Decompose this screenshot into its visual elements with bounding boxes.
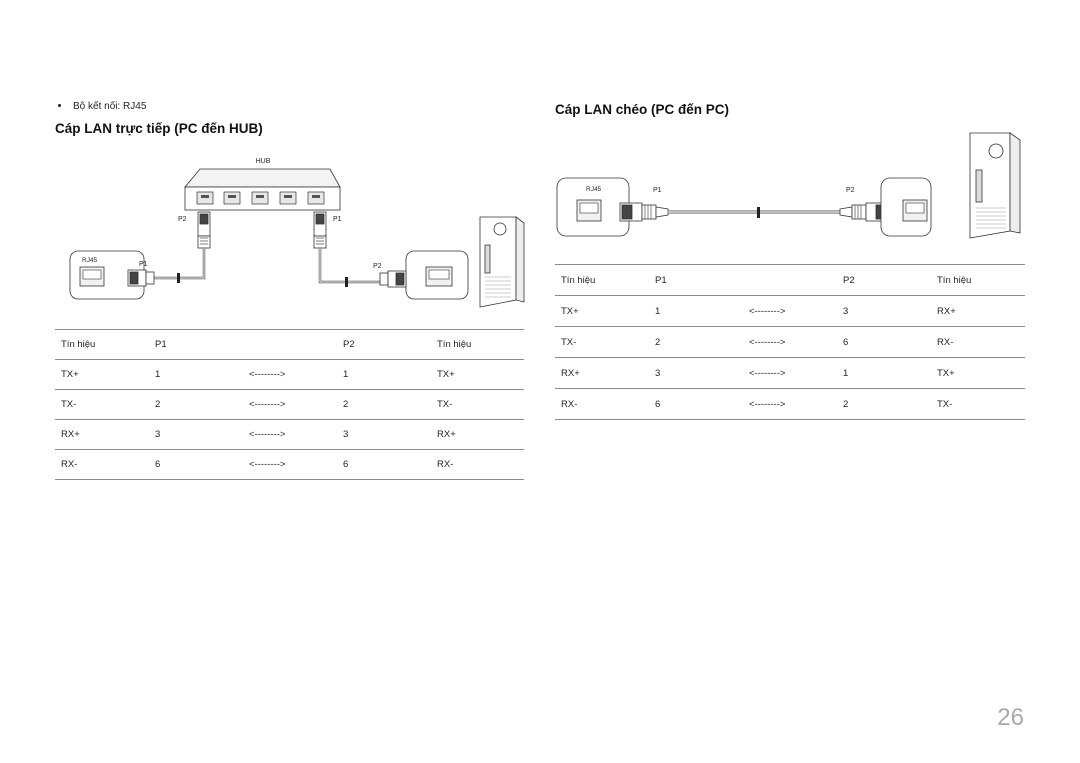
- table-cell: 1: [837, 357, 931, 389]
- table-cell: 3: [337, 419, 431, 450]
- table-cell: 1: [649, 295, 743, 327]
- rj45-port-icon: [576, 199, 602, 222]
- table-cell: TX+: [555, 295, 649, 327]
- hub-p2-label: P2: [178, 216, 187, 223]
- table-cell: RX+: [931, 295, 1025, 327]
- header-cell: P1: [649, 264, 743, 296]
- header-cell: Tín hiệu: [55, 329, 149, 360]
- crossover-cable-title: Cáp LAN chéo (PC đến PC): [555, 102, 730, 117]
- table-row: RX+ 3 <--------> 3 RX+: [55, 419, 524, 450]
- table-cell: RX+: [431, 419, 524, 450]
- table-cell: TX-: [55, 389, 149, 420]
- table-row: TX- 2 <--------> 6 RX-: [555, 326, 1025, 358]
- connector-bullet: Bộ kết nối: RJ45: [58, 101, 146, 112]
- table-cell: <-------->: [243, 419, 337, 450]
- table-cell: <-------->: [743, 326, 837, 358]
- table-cell: 3: [649, 357, 743, 389]
- straight-cable-title: Cáp LAN trực tiếp (PC đến HUB): [55, 121, 263, 136]
- pc-tower-icon: [479, 216, 525, 308]
- table-cell: 1: [149, 359, 243, 390]
- table-cell: 6: [337, 449, 431, 480]
- pc2-p2-label: P2: [373, 263, 382, 270]
- table-cell: 2: [337, 389, 431, 420]
- plug-icon: [197, 211, 211, 249]
- table-cell: TX-: [431, 389, 524, 420]
- table-cell: TX-: [555, 326, 649, 358]
- pc-tower-icon: [969, 132, 1021, 239]
- hub-p1-label: P1: [333, 216, 342, 223]
- table-cell: RX-: [431, 449, 524, 480]
- bullet-dot-icon: [58, 103, 61, 107]
- table-cell: RX-: [555, 388, 649, 420]
- pc2-p2-label: P2: [846, 187, 855, 194]
- table-cell: 6: [149, 449, 243, 480]
- header-cell: P2: [337, 329, 431, 360]
- plug-icon: [313, 211, 327, 249]
- rj45-port-icon: [902, 199, 928, 222]
- plug-icon: [379, 270, 407, 288]
- pc1-p1-label: P1: [139, 261, 148, 268]
- table-cell: <-------->: [743, 388, 837, 420]
- header-cell: Tín hiệu: [931, 264, 1025, 296]
- crossover-cable-table: Tín hiệu P1 P2 Tín hiệu TX+ 1 <-------->…: [555, 264, 1025, 420]
- table-cell: 1: [337, 359, 431, 390]
- table-cell: TX+: [931, 357, 1025, 389]
- table-cell: TX-: [931, 388, 1025, 420]
- table-row: TX+ 1 <--------> 1 TX+: [55, 359, 524, 390]
- table-row: RX- 6 <--------> 2 TX-: [555, 388, 1025, 420]
- pc1-rj45-label: RJ45: [82, 257, 98, 264]
- hub-label: HUB: [256, 158, 271, 165]
- table-cell: 3: [149, 419, 243, 450]
- table-row: RX- 6 <--------> 6 RX-: [55, 449, 524, 480]
- table-cell: 6: [837, 326, 931, 358]
- table-cell: 3: [837, 295, 931, 327]
- table-row: TX+ 1 <--------> 3 RX+: [555, 295, 1025, 327]
- crossover-cable-diagram: RJ45 P1 P2: [556, 132, 1021, 239]
- table-cell: 2: [649, 326, 743, 358]
- table-cell: TX+: [55, 359, 149, 390]
- table-cell: RX+: [55, 419, 149, 450]
- header-cell: P1: [149, 329, 243, 360]
- table-cell: <-------->: [243, 359, 337, 390]
- connector-bullet-text: Bộ kết nối: RJ45: [73, 101, 147, 112]
- header-cell: Tín hiệu: [431, 329, 524, 360]
- table-cell: 2: [837, 388, 931, 420]
- table-cell: RX-: [55, 449, 149, 480]
- table-row: RX+ 3 <--------> 1 TX+: [555, 357, 1025, 389]
- table-cell: 6: [649, 388, 743, 420]
- straight-cable-table: Tín hiệu P1 P2 Tín hiệu TX+ 1 <-------->…: [55, 329, 524, 480]
- table-cell: <-------->: [743, 357, 837, 389]
- straight-cable-diagram: HUB P2 P1: [69, 158, 525, 308]
- table-header-row: Tín hiệu P1 P2 Tín hiệu: [555, 264, 1025, 296]
- rj45-port-icon: [425, 266, 453, 287]
- table-cell: <-------->: [243, 389, 337, 420]
- header-cell: [243, 329, 337, 360]
- table-cell: <-------->: [743, 295, 837, 327]
- page-number: 26: [997, 704, 1024, 731]
- header-cell: Tín hiệu: [555, 264, 649, 296]
- table-cell: 2: [149, 389, 243, 420]
- pc1-rj45-label: RJ45: [586, 186, 602, 193]
- rj45-port-icon: [79, 266, 105, 287]
- table-cell: <-------->: [243, 449, 337, 480]
- table-cell: TX+: [431, 359, 524, 390]
- pc1-p1-label: P1: [653, 187, 662, 194]
- plug-icon: [127, 269, 155, 287]
- table-row: TX- 2 <--------> 2 TX-: [55, 389, 524, 420]
- header-cell: P2: [837, 264, 931, 296]
- table-cell: RX-: [931, 326, 1025, 358]
- table-header-row: Tín hiệu P1 P2 Tín hiệu: [55, 329, 524, 360]
- header-cell: [743, 264, 837, 296]
- hub-icon: [184, 168, 341, 211]
- plug-icon: [619, 202, 669, 222]
- table-cell: RX+: [555, 357, 649, 389]
